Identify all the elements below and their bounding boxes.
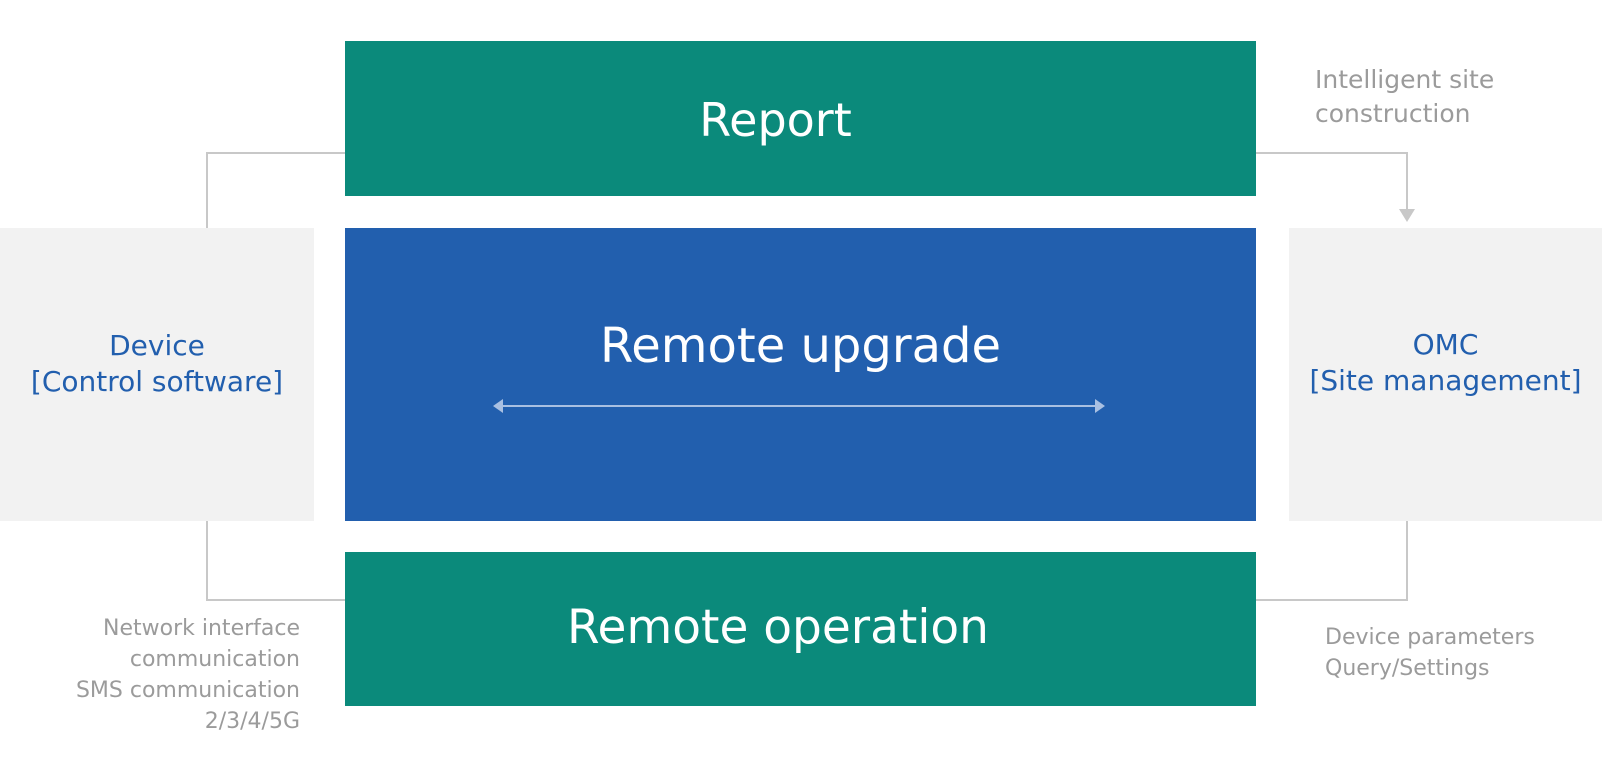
double-arrow-icon bbox=[493, 399, 1105, 413]
remote-upgrade-box: Remote upgrade bbox=[345, 228, 1256, 521]
note-network-line-1: Network interface bbox=[103, 616, 300, 641]
report-box: Report bbox=[345, 41, 1256, 196]
remote-operation-box: Remote operation bbox=[345, 552, 1256, 706]
remote-operation-title: Remote operation bbox=[567, 600, 989, 655]
note-params-line-1: Device parameters bbox=[1325, 625, 1535, 650]
omc-box: OMC [Site management] bbox=[1289, 228, 1602, 521]
connector-device-operation bbox=[206, 521, 345, 601]
remote-upgrade-title: Remote upgrade bbox=[600, 318, 1001, 374]
omc-title-line-1: OMC bbox=[1412, 328, 1479, 361]
note-network-line-3: SMS communication bbox=[75, 678, 300, 703]
arrow-down-icon bbox=[1399, 209, 1415, 222]
omc-title: OMC [Site management] bbox=[1289, 327, 1602, 399]
device-box: Device [Control software] bbox=[0, 228, 314, 521]
note-device-parameters: Device parameters Query/Settings bbox=[1325, 622, 1535, 684]
device-title-line-1: Device bbox=[109, 329, 205, 362]
note-network-line-4: 2/3/4/5G bbox=[204, 709, 300, 734]
device-title-line-2: [Control software] bbox=[30, 365, 284, 398]
note-params-line-2: Query/Settings bbox=[1325, 656, 1490, 681]
connector-omc-operation bbox=[1256, 521, 1408, 601]
note-network-communication: Network interface communication SMS comm… bbox=[76, 613, 300, 737]
omc-title-line-2: [Site management] bbox=[1309, 364, 1582, 397]
note-network-line-2: communication bbox=[129, 647, 300, 672]
connector-device-report bbox=[206, 152, 345, 228]
connector-report-omc bbox=[1256, 152, 1408, 212]
report-title: Report bbox=[699, 93, 852, 147]
note-intelligent-site: Intelligent site construction bbox=[1315, 63, 1494, 131]
note-intelligent-line-1: Intelligent site bbox=[1315, 65, 1495, 94]
device-title: Device [Control software] bbox=[0, 328, 314, 400]
note-intelligent-line-2: construction bbox=[1315, 99, 1471, 128]
